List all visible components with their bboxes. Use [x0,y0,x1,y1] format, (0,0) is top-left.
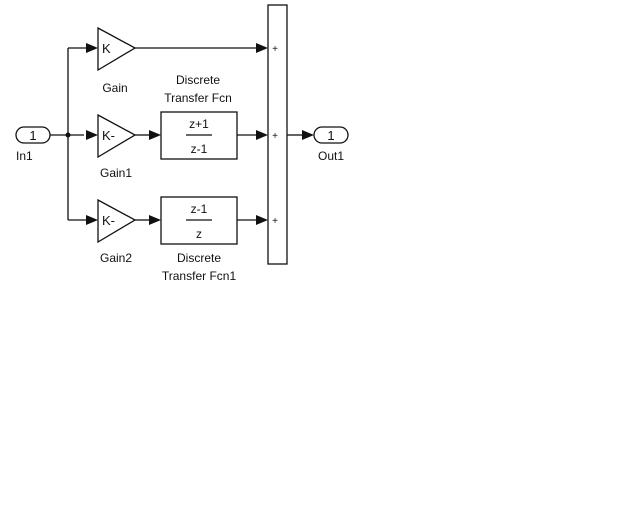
outport-out1-shape[interactable] [313,126,349,144]
arrow-into-tf [149,130,161,140]
arrow-into-sum-3 [256,215,268,225]
sum-sign-2: + [272,131,278,142]
inport-in1-shape[interactable] [15,126,51,144]
sum-sign-1: + [272,44,278,55]
gain-block[interactable]: K Gain [97,26,137,95]
gain-block-shape[interactable] [97,26,137,72]
gain-block-symbol: K [102,41,111,56]
sum-block-shape[interactable] [267,4,288,265]
sum-block[interactable]: + + + [267,4,288,265]
gain-block-label: Gain [102,81,127,95]
arrow-into-gain1 [86,130,98,140]
signal-lines [50,47,302,221]
discrete-transfer-fcn1-block[interactable]: z-1 z Discrete Transfer Fcn1 [160,196,238,283]
arrowheads [86,43,314,225]
outport-out1-label: Out1 [318,149,344,163]
gain2-block[interactable]: K- Gain2 [97,198,137,265]
sum-sign-3: + [272,216,278,227]
arrow-into-sum-2 [256,130,268,140]
tf1-denominator: z [196,227,202,241]
arrow-into-out1 [302,130,314,140]
branch-point [65,132,71,138]
tf1-numerator: z-1 [191,202,208,216]
gain2-block-symbol: K- [102,213,115,228]
gain1-block-shape[interactable] [97,113,137,159]
gain2-block-shape[interactable] [97,198,137,244]
tf-label-line2: Transfer Fcn [164,91,232,105]
arrow-into-gain [86,43,98,53]
gain2-block-label: Gain2 [100,251,132,265]
tf1-label-line1: Discrete [177,251,221,265]
arrow-into-tf1 [149,215,161,225]
tf-numerator: z+1 [189,117,209,131]
outport-out1-number: 1 [327,128,334,143]
gain1-block[interactable]: K- Gain1 [97,113,137,180]
tf-label-line1: Discrete [176,73,220,87]
arrow-into-sum-1 [256,43,268,53]
outport-out1[interactable]: 1 Out1 [313,126,349,163]
gain1-block-label: Gain1 [100,166,132,180]
arrow-into-gain2 [86,215,98,225]
inport-in1[interactable]: 1 In1 [15,126,51,163]
gain1-block-symbol: K- [102,128,115,143]
discrete-transfer-fcn-block[interactable]: Discrete Transfer Fcn z+1 z-1 [160,73,238,160]
tf1-label-line2: Transfer Fcn1 [162,269,237,283]
inport-in1-number: 1 [29,128,36,143]
inport-in1-label: In1 [16,149,33,163]
tf-denominator: z-1 [191,142,208,156]
